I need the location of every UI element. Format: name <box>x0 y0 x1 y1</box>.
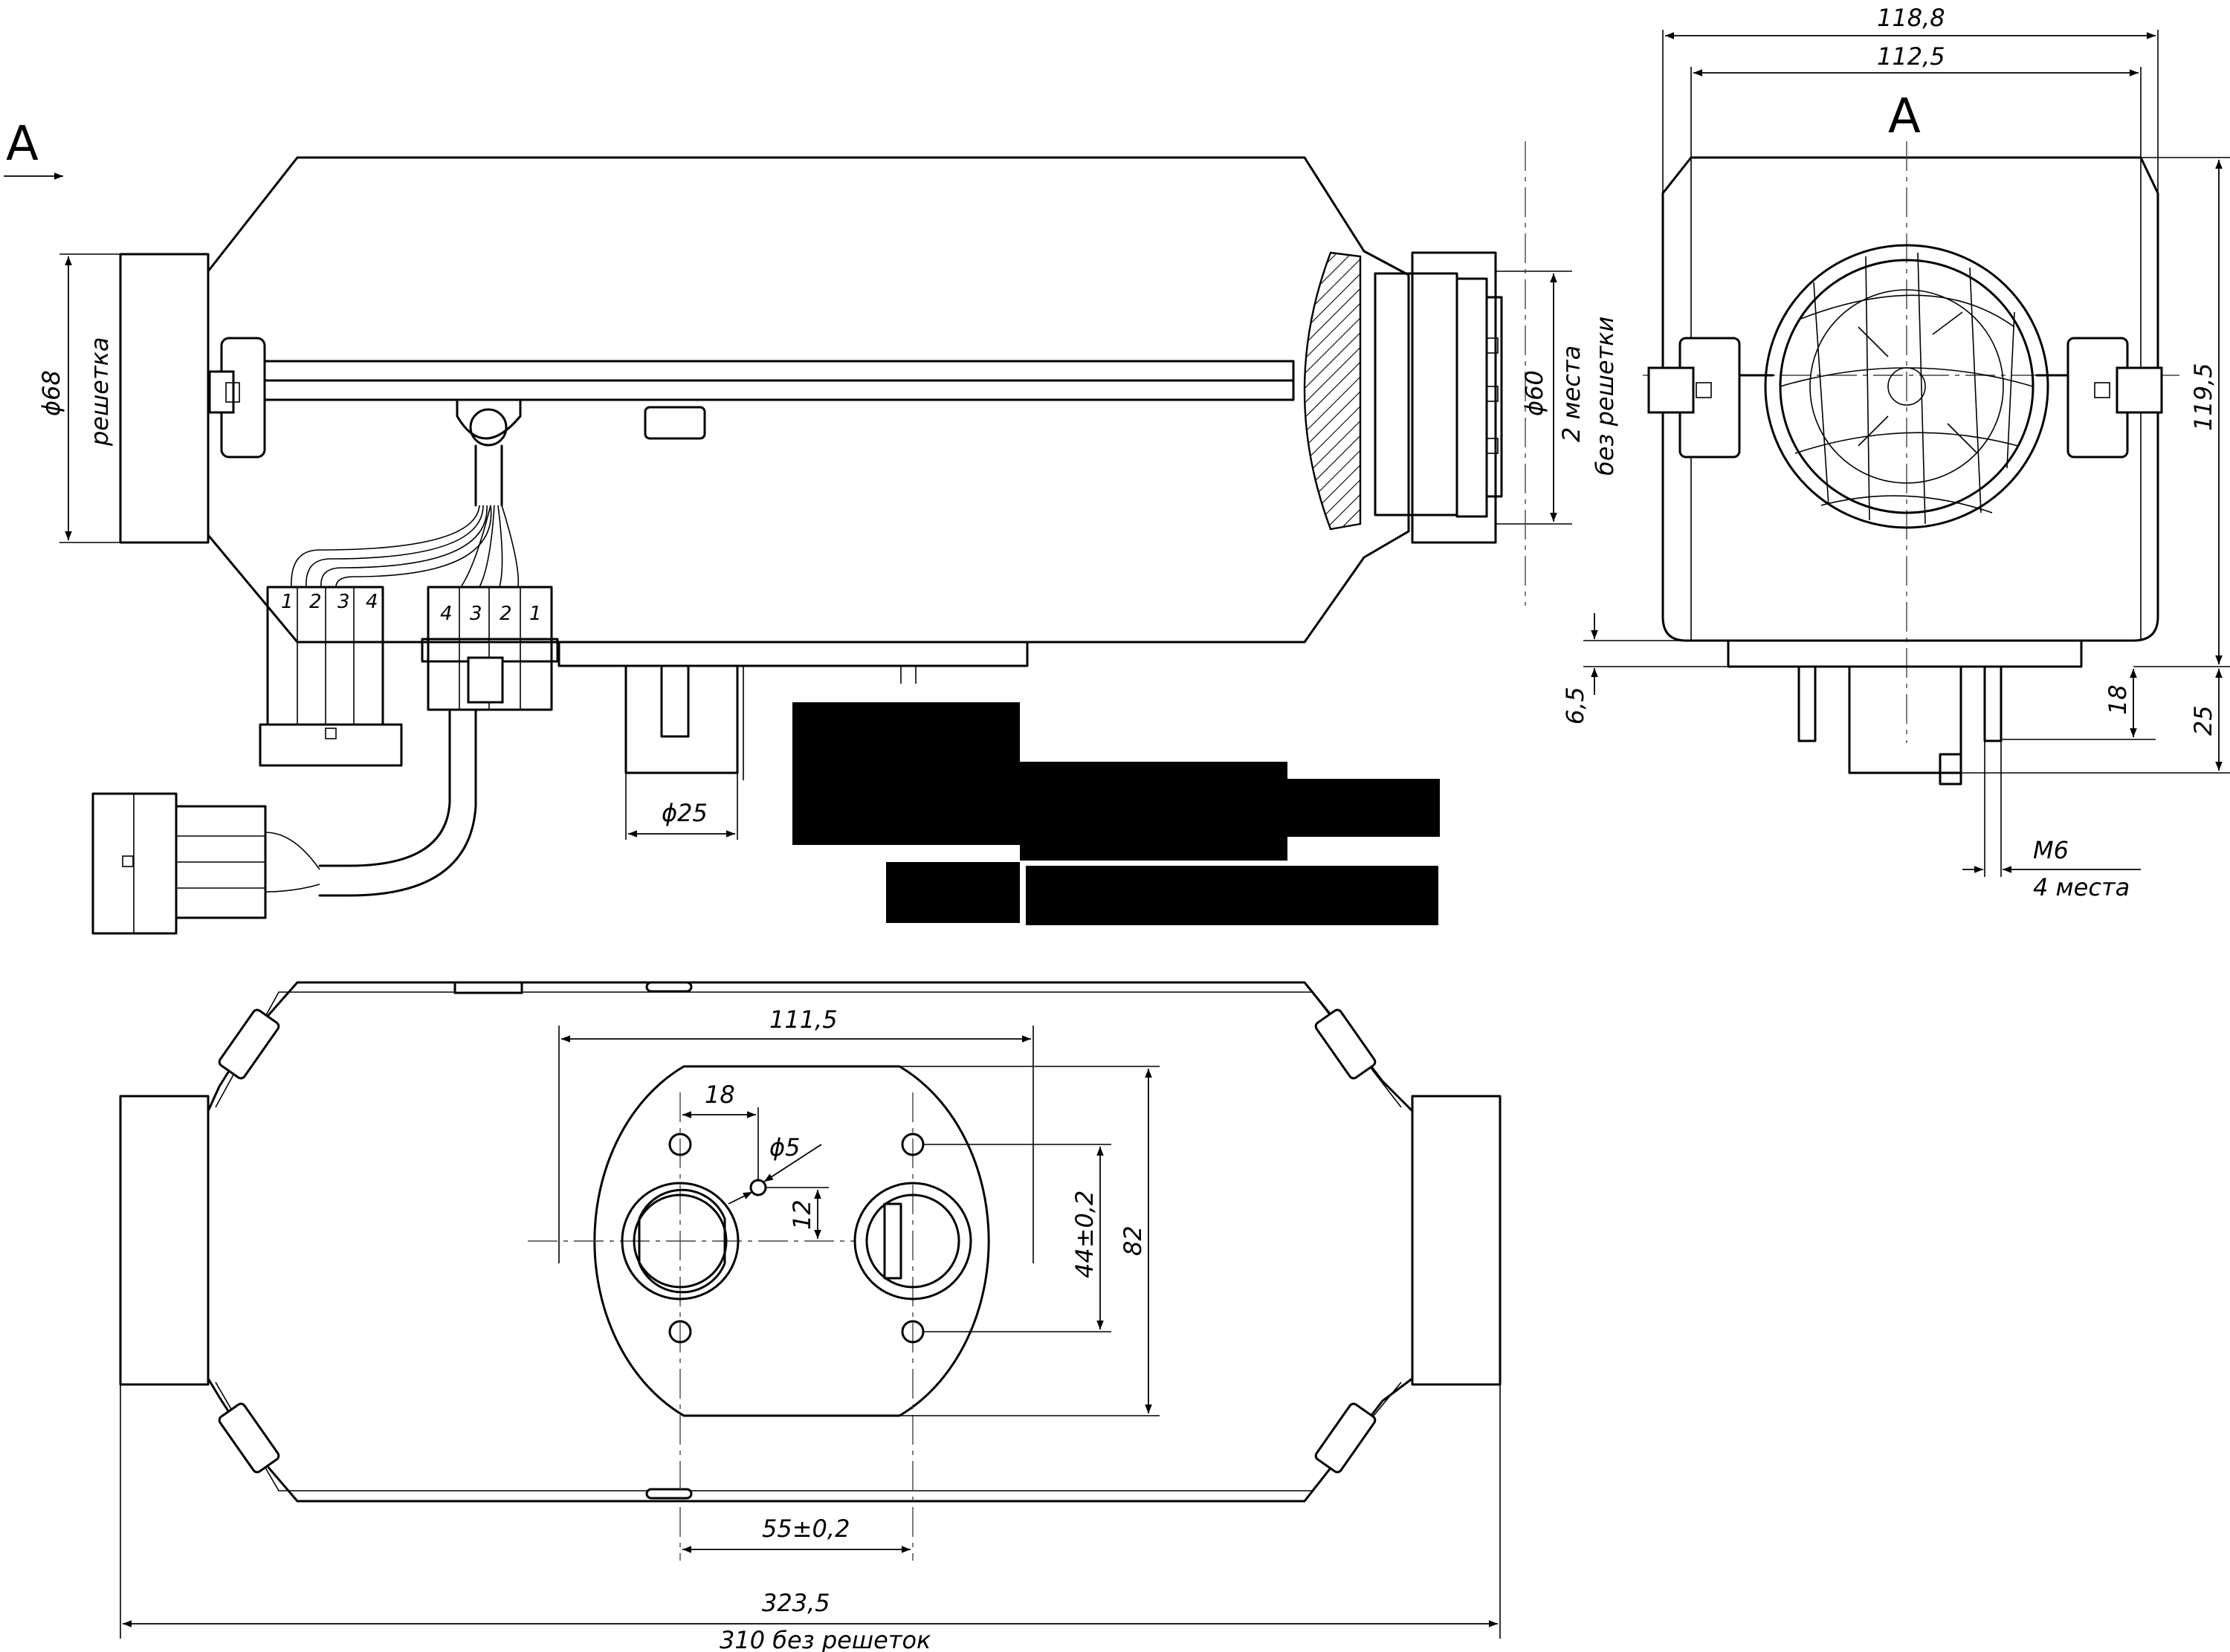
dim-no-grille: без решетки <box>1591 317 1619 476</box>
mount-ring <box>456 398 522 507</box>
bottom-hole <box>668 1133 692 1156</box>
dim-323-5: 323,5 <box>762 1589 830 1617</box>
connector-right: 4 3 2 1 <box>421 586 559 711</box>
bottom-view: 111,5 18 ϕ5 12 44±0,2 82 55±0,2 323,5 31… <box>119 981 1502 1652</box>
fan-grille <box>1764 244 2049 529</box>
dim-two-places: 2 места <box>1557 346 1586 442</box>
end-pipe <box>1848 665 1962 774</box>
bottom-body <box>207 981 1414 1503</box>
dim-18-bottom: 18 <box>705 1081 735 1109</box>
dim-119-5: 119,5 <box>2189 363 2217 431</box>
bottom-grille-left <box>119 1095 210 1386</box>
dim-phi60: ϕ60 <box>1520 370 1548 416</box>
dim-18: 18 <box>2104 684 2132 715</box>
bottom-clip <box>218 1008 1377 1474</box>
view-arrow-a: A <box>4 117 63 180</box>
outlet-flange <box>1374 251 1503 544</box>
bottom-port-left <box>621 1182 740 1300</box>
bottom-tab-top <box>453 981 523 994</box>
dim-phi68: ϕ68 <box>37 370 65 416</box>
pin-label: 4 <box>440 603 453 625</box>
pin-label: 3 <box>337 591 350 613</box>
bottom-pin-hole <box>749 1179 767 1196</box>
dim-111-5: 111,5 <box>769 1005 838 1034</box>
end-stud-left <box>1797 665 1817 742</box>
side-view: 1 2 3 4 4 3 2 1 <box>37 141 1619 935</box>
body-tab <box>644 406 706 440</box>
bottom-hole <box>668 1320 692 1344</box>
dim-12: 12 <box>788 1199 816 1230</box>
dim-phi25: ϕ25 <box>662 799 708 827</box>
end-plate <box>1727 639 2083 668</box>
left-grille <box>119 253 210 544</box>
dim-82: 82 <box>1119 1225 1147 1256</box>
pin-label: 1 <box>529 603 542 625</box>
bottom-grille-right <box>1411 1095 1502 1386</box>
pin-label: 2 <box>309 591 322 613</box>
bottom-port-right <box>853 1182 972 1300</box>
cable-plug <box>91 792 320 935</box>
pin-label: 3 <box>470 603 482 625</box>
dim-6-5: 6,5 <box>1561 687 1589 725</box>
mount-plate <box>558 641 1029 667</box>
dim-112-5: 112,5 <box>1877 42 1945 71</box>
section-hatch <box>1303 251 1362 531</box>
mount-stud <box>660 664 690 738</box>
dim-phi5: ϕ5 <box>769 1133 800 1162</box>
end-clip-right <box>2035 337 2163 459</box>
dim-310: 310 без решеток <box>720 1626 931 1652</box>
view-label: A <box>6 117 39 172</box>
pin-label: 1 <box>281 591 294 613</box>
dim-grille: решетка <box>85 337 114 447</box>
end-stud-right <box>1983 665 2003 742</box>
pin-label: 2 <box>500 603 512 625</box>
end-clip-left <box>1647 337 1774 459</box>
pin-label: 4 <box>366 591 378 613</box>
dim-44: 44±0,2 <box>1070 1191 1099 1278</box>
end-view-title: A <box>1888 89 1921 144</box>
dim-m6: M6 <box>2033 836 2069 864</box>
left-clip <box>208 337 266 459</box>
connector-left: 1 2 3 4 <box>259 586 403 767</box>
end-body <box>1661 156 2159 642</box>
dim-four-places: 4 места <box>2033 873 2130 901</box>
inlet-pipe <box>624 664 739 774</box>
dim-118-8: 118,8 <box>1877 4 1945 32</box>
end-view: A <box>1561 4 2230 901</box>
dim-25: 25 <box>2189 705 2217 736</box>
dim-55: 55±0,2 <box>762 1515 850 1543</box>
bottom-plate <box>593 1065 990 1417</box>
redacted-blocks <box>792 702 1440 925</box>
